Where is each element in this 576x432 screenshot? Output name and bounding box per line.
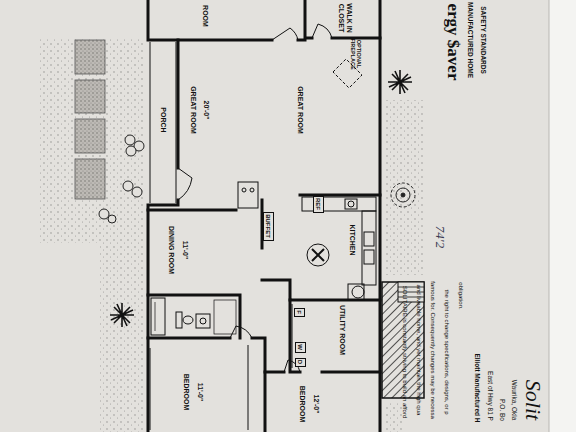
room-area: PORCH [150,42,176,202]
fixture-box: F [294,308,305,317]
paper-edge [549,0,550,432]
fixture-box: BUFFET [263,212,274,241]
subheading: SAFETY STANDARDS [480,6,487,74]
paper [0,0,549,432]
page-margin [549,0,576,432]
room-area: ROOM [150,0,300,38]
room-label: PORCH [160,107,167,132]
brand-heading: ergy $aver [445,4,462,81]
door-swings [178,24,332,372]
room-label: W [297,344,303,350]
room-area: KITCHEN [300,213,360,273]
company-address: Elliott Manufactured H [474,354,481,423]
room-label: BUFFET [265,214,271,238]
room-label: UTILITY ROOM [339,305,346,355]
room-label: DINING ROOM [168,226,175,274]
room-label: GREAT ROOM [190,86,197,134]
room-area: GREAT ROOM 20'-0" GREAT ROOM [180,42,378,192]
room-area: OPTIONAL FIREPLACE [336,42,376,68]
room-label: D [297,360,303,364]
room-dimension: 12'-0" [313,395,320,414]
ground-stipple [40,38,424,432]
room-label: WALK IN CLOSET [337,1,352,35]
company-address: Waurika, Okla [511,380,518,421]
star-bush [110,70,412,327]
room-label: ROOM [202,5,209,27]
fixture-box: W [295,342,306,353]
room-area: BEDROOM 12'-0" [267,374,379,432]
disclaimer-line: famous for. Consequently changes may be … [430,281,436,419]
porch-rail [150,42,176,203]
disclaimer-line: obligation. [458,282,464,309]
disclaimer-line: and liveable home, and yet maintain the … [416,285,422,416]
disclaimer-line: the right to change specifications, desi… [444,289,450,414]
company-address: East of Hwy 81 P [487,371,494,421]
room-dimension: 11'-0" [197,383,204,402]
room-label: F [296,310,302,314]
room-label: GREAT ROOM [297,86,304,134]
room-label: KITCHEN [349,224,356,255]
fixture-box: REF [313,196,324,213]
room-label: BEDROOM [183,374,190,411]
room-label: BEDROOM [299,386,306,423]
room-dimension: 20'-0" [203,101,210,120]
disclaimer-line: SOLITAIRE is constantly striving to buil… [402,286,408,419]
room-area: WALK IN CLOSET [307,0,379,36]
room-label: OPTIONAL FIREPLACE [350,36,362,72]
fixture-box: D [295,358,306,367]
handwritten-note: 74'2 [434,226,447,248]
script-logo: Solit [522,380,544,420]
company-address: P.O. Bo [499,399,506,421]
subheading: MANUFACTURED HOME [467,2,474,78]
room-area: DINING ROOM 11'-0" [150,212,258,294]
shrubs [99,135,144,223]
room-dimension: 11'-0" [182,241,189,260]
room-area: BEDROOM 11'-0" [150,340,264,432]
tree [391,183,415,207]
buffet-column [238,182,258,208]
stepping-stones [75,40,105,199]
room-label: REF [315,198,321,210]
closet-shelves [150,304,292,430]
walls [148,0,380,432]
bath-fixtures [151,298,236,335]
